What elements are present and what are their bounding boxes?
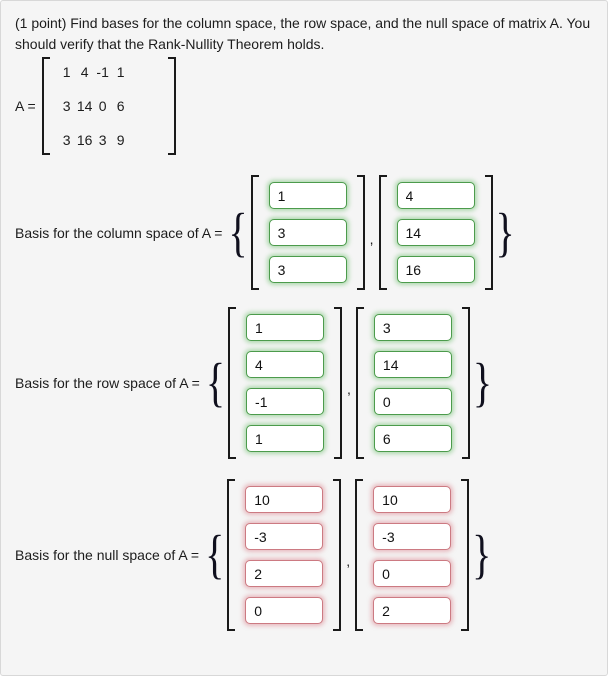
- column-space-vector-1-entries: [259, 175, 357, 290]
- row-space-vector-2-entry-4-input[interactable]: [373, 425, 452, 452]
- row-space-vector-2-entry-2-input[interactable]: [373, 351, 452, 378]
- matrix-cell-r3c3: 3: [98, 132, 107, 148]
- null-space-vector-2-entry-4-input[interactable]: [373, 597, 452, 624]
- null-space-vector-2: [355, 479, 470, 631]
- matrix-cell-r2c4: 6: [116, 98, 125, 114]
- matrix-left-bracket: [41, 57, 50, 155]
- problem-statement-line1: (1 point) Find bases for the column spac…: [15, 15, 591, 31]
- close-brace: }: [495, 201, 515, 263]
- column-space-vector-1: [250, 175, 365, 290]
- vector-left-bracket: [355, 307, 364, 459]
- matrix-cell-r2c2: 14: [76, 98, 93, 114]
- open-brace: {: [205, 351, 226, 413]
- column-space-vector-1-entry-3-input[interactable]: [268, 256, 347, 283]
- null-space-vector-1-entry-2-input[interactable]: [245, 523, 324, 550]
- vector-left-bracket: [355, 479, 364, 631]
- column-space-vector-2-entry-2-input[interactable]: [396, 219, 475, 246]
- matrix-cell-r1c1: 1: [62, 64, 71, 80]
- column-space-vector-1-entry-1-input[interactable]: [268, 182, 347, 209]
- column-space-vector-2-entry-1-input[interactable]: [396, 182, 475, 209]
- column-space-vector-2-entries: [387, 175, 485, 290]
- basis-label-column-space: Basis for the column space of A =: [15, 224, 223, 241]
- vector-right-bracket: [334, 307, 343, 459]
- vector-right-bracket: [333, 479, 342, 631]
- open-brace: {: [228, 201, 248, 263]
- column-space-vector-1-entry-2-input[interactable]: [268, 219, 347, 246]
- matrix-cell-r2c3: 0: [98, 98, 107, 114]
- problem-statement: (1 point) Find bases for the column spac…: [1, 1, 607, 55]
- basis-section-null-space: Basis for the null space of A = {,}: [15, 479, 607, 631]
- row-space-vector-2-entries: [364, 307, 462, 459]
- row-space-vector-1: [228, 307, 343, 459]
- vector-separator-comma: ,: [347, 381, 351, 397]
- matrix-right-bracket: [167, 57, 176, 155]
- matrix-cell-r1c4: 1: [116, 64, 125, 80]
- row-space-vector-2-entry-3-input[interactable]: [373, 388, 452, 415]
- column-space-vector-2: [378, 175, 493, 290]
- basis-label-null-space: Basis for the null space of A =: [15, 547, 200, 563]
- row-space-vector-2: [355, 307, 470, 459]
- vector-right-bracket: [356, 175, 365, 290]
- matrix-cell-r2c1: 3: [62, 98, 71, 114]
- null-space-vector-1-entry-3-input[interactable]: [245, 560, 324, 587]
- basis-section-column-space: Basis for the column space of A = {,}: [15, 175, 607, 290]
- null-space-vector-1: [227, 479, 342, 631]
- vector-left-bracket: [227, 479, 236, 631]
- vector-separator-comma: ,: [369, 230, 374, 247]
- matrix-cell-r1c3: -1: [96, 64, 109, 80]
- null-space-vector-1-entries: [235, 479, 333, 631]
- open-brace: {: [205, 523, 225, 585]
- null-space-vector-2-entry-2-input[interactable]: [373, 523, 452, 550]
- matrix-cell-r3c4: 9: [116, 132, 125, 148]
- matrix-cell-r3c1: 3: [62, 132, 71, 148]
- row-space-vector-1-entry-4-input[interactable]: [246, 425, 325, 452]
- row-space-vector-2-entry-1-input[interactable]: [373, 314, 452, 341]
- null-space-vector-2-entries: [363, 479, 461, 631]
- close-brace: }: [472, 351, 493, 413]
- vector-right-bracket: [484, 175, 493, 290]
- close-brace: }: [472, 523, 492, 585]
- matrix-label: A =: [15, 98, 36, 114]
- vector-separator-comma: ,: [346, 553, 351, 569]
- vector-right-bracket: [461, 307, 470, 459]
- null-space-vector-2-entry-1-input[interactable]: [373, 486, 452, 513]
- basis-sections: Basis for the column space of A ={,}Basi…: [1, 175, 607, 631]
- null-space-vector-1-entry-4-input[interactable]: [245, 597, 324, 624]
- row-space-vector-1-entry-1-input[interactable]: [246, 314, 325, 341]
- column-space-vector-2-entry-3-input[interactable]: [396, 256, 475, 283]
- vector-right-bracket: [461, 479, 470, 631]
- vector-left-bracket: [228, 307, 237, 459]
- row-space-vector-1-entries: [236, 307, 334, 459]
- null-space-vector-2-entry-3-input[interactable]: [373, 560, 452, 587]
- vector-left-bracket: [250, 175, 259, 290]
- matrix-cell-r3c2: 16: [76, 132, 93, 148]
- basis-label-row-space: Basis for the row space of A =: [15, 375, 200, 391]
- null-space-vector-1-entry-1-input[interactable]: [245, 486, 324, 513]
- row-space-vector-1-entry-2-input[interactable]: [246, 351, 325, 378]
- row-space-vector-1-entry-3-input[interactable]: [246, 388, 325, 415]
- problem-statement-line2: should verify that the Rank-Nullity Theo…: [15, 36, 325, 52]
- basis-section-row-space: Basis for the row space of A = {,}: [15, 307, 607, 459]
- matrix-cell-r1c2: 4: [80, 64, 89, 80]
- vector-left-bracket: [378, 175, 387, 290]
